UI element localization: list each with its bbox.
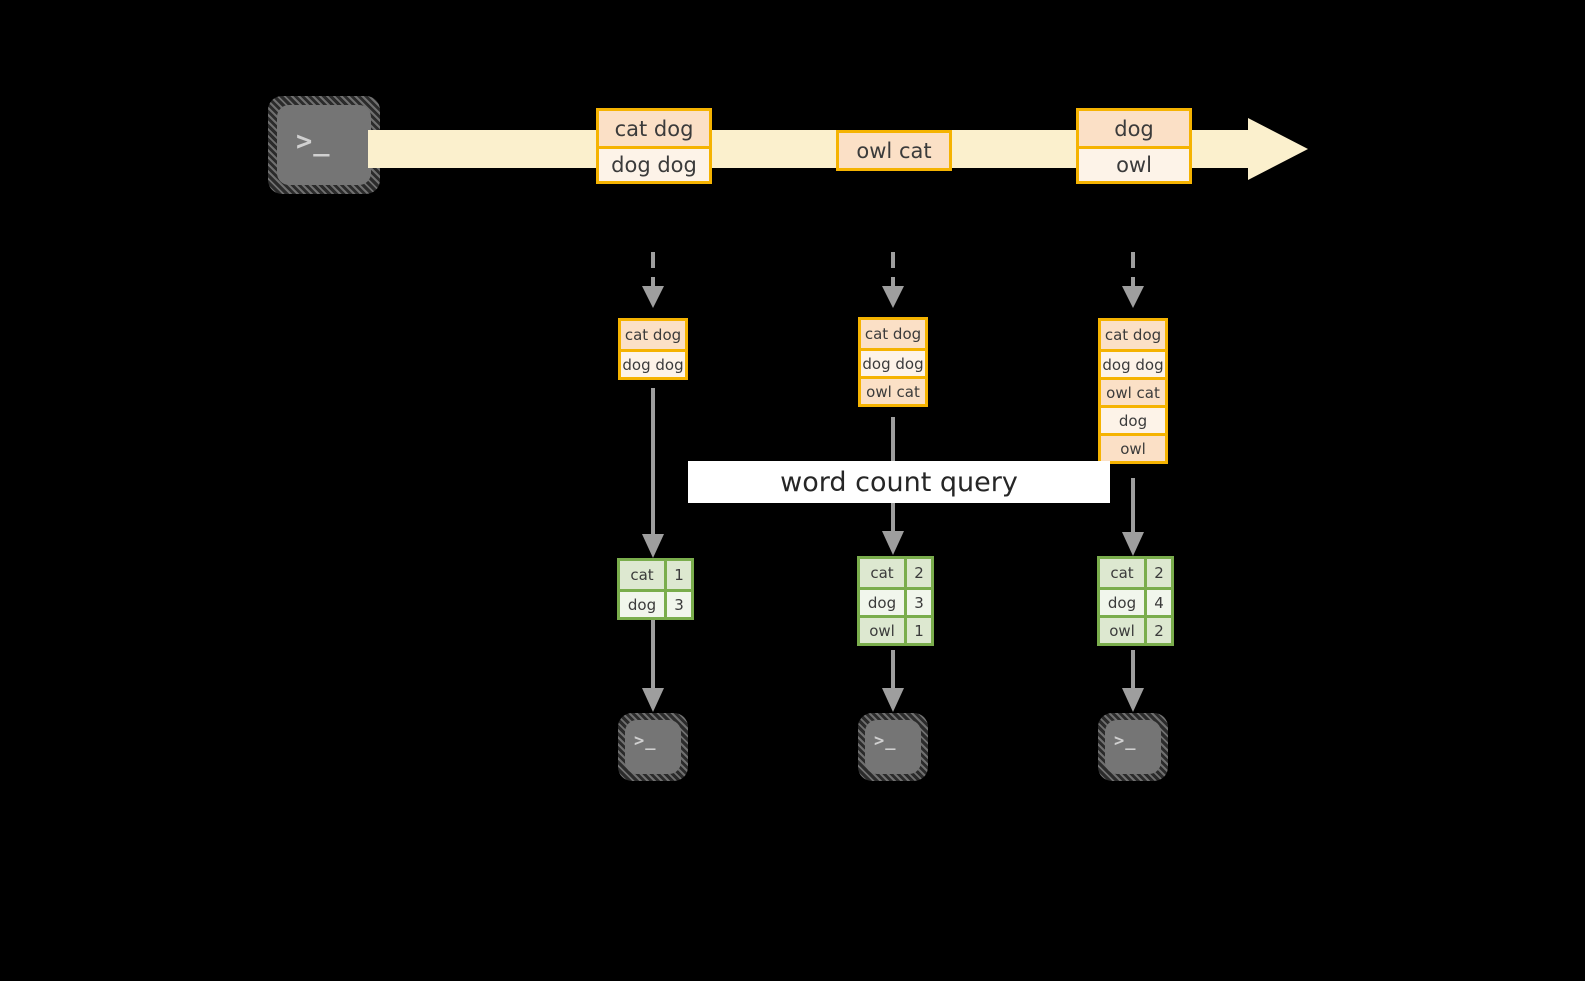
- snapshot-cell: cat dog: [1101, 321, 1165, 349]
- result-word: dog: [620, 592, 664, 617]
- result-count: 4: [1144, 590, 1171, 615]
- result-row: dog 3: [860, 587, 931, 615]
- source-terminal-icon: >_: [268, 96, 380, 194]
- record-cell: dog dog: [599, 146, 709, 181]
- snapshot-cell: owl cat: [861, 376, 925, 404]
- snapshot-cell: dog dog: [1101, 349, 1165, 377]
- record-cell: owl cat: [839, 133, 949, 168]
- dashed-down-arrow-icon-1: [639, 252, 667, 314]
- result-word: cat: [1100, 559, 1144, 587]
- record-cell: dog: [1079, 111, 1189, 146]
- result-word: owl: [860, 618, 904, 643]
- result-row: dog 3: [620, 589, 691, 617]
- result-table-1: cat 1 dog 3: [617, 558, 694, 620]
- result-table-3: cat 2 dog 4 owl 2: [1097, 556, 1174, 646]
- result-word: cat: [860, 559, 904, 587]
- snapshot-cell: owl cat: [1101, 377, 1165, 405]
- terminal-prompt-glyph: >_: [1114, 731, 1137, 751]
- result-count: 2: [1144, 618, 1171, 643]
- sink-terminal-icon-3: >_: [1098, 713, 1168, 781]
- stream-batch-1: cat dog dog dog: [596, 108, 712, 184]
- result-row: dog 4: [1100, 587, 1171, 615]
- snapshot-box-2: cat dog dog dog owl cat: [858, 317, 928, 407]
- result-row: cat 2: [1100, 559, 1171, 587]
- terminal-body: [1105, 720, 1161, 774]
- result-count: 2: [904, 559, 931, 587]
- result-count: 2: [1144, 559, 1171, 587]
- snapshot-cell: dog: [1101, 405, 1165, 433]
- result-row: cat 2: [860, 559, 931, 587]
- result-count: 3: [904, 590, 931, 615]
- terminal-prompt-glyph: >_: [874, 731, 897, 751]
- result-table-2: cat 2 dog 3 owl 1: [857, 556, 934, 646]
- record-cell: owl: [1079, 146, 1189, 181]
- down-arrow-icon-result-to-sink-2: [879, 650, 907, 716]
- down-arrow-icon-result-to-sink-3: [1119, 650, 1147, 716]
- result-count: 1: [664, 561, 691, 589]
- result-row: owl 1: [860, 615, 931, 643]
- result-row: owl 2: [1100, 615, 1171, 643]
- terminal-prompt-glyph: >_: [296, 126, 331, 157]
- sink-terminal-icon-2: >_: [858, 713, 928, 781]
- result-word: owl: [1100, 618, 1144, 643]
- dashed-down-arrow-icon-3: [1119, 252, 1147, 314]
- terminal-body: [865, 720, 921, 774]
- stream-batch-2: owl cat: [836, 130, 952, 171]
- terminal-body: [625, 720, 681, 774]
- result-word: dog: [1100, 590, 1144, 615]
- snapshot-box-1: cat dog dog dog: [618, 318, 688, 380]
- sink-terminal-icon-1: >_: [618, 713, 688, 781]
- result-row: cat 1: [620, 561, 691, 589]
- stream-batch-3: dog owl: [1076, 108, 1192, 184]
- down-arrow-icon-snapshot-to-result-1: [639, 388, 667, 562]
- query-label: word count query: [780, 466, 1018, 498]
- snapshot-cell: cat dog: [621, 321, 685, 349]
- query-band: word count query: [688, 461, 1110, 503]
- down-arrow-icon-snapshot-to-result-3: [1119, 478, 1147, 560]
- result-count: 3: [664, 592, 691, 617]
- result-word: dog: [860, 590, 904, 615]
- down-arrow-icon-result-to-sink-1: [639, 620, 667, 716]
- snapshot-cell: cat dog: [861, 320, 925, 348]
- snapshot-cell: owl: [1101, 433, 1165, 461]
- terminal-body: [277, 105, 371, 185]
- snapshot-cell: dog dog: [621, 349, 685, 377]
- terminal-prompt-glyph: >_: [634, 731, 657, 751]
- snapshot-cell: dog dog: [861, 348, 925, 376]
- dashed-down-arrow-icon-2: [879, 252, 907, 314]
- result-word: cat: [620, 561, 664, 589]
- result-count: 1: [904, 618, 931, 643]
- snapshot-box-3: cat dog dog dog owl cat dog owl: [1098, 318, 1168, 464]
- record-cell: cat dog: [599, 111, 709, 146]
